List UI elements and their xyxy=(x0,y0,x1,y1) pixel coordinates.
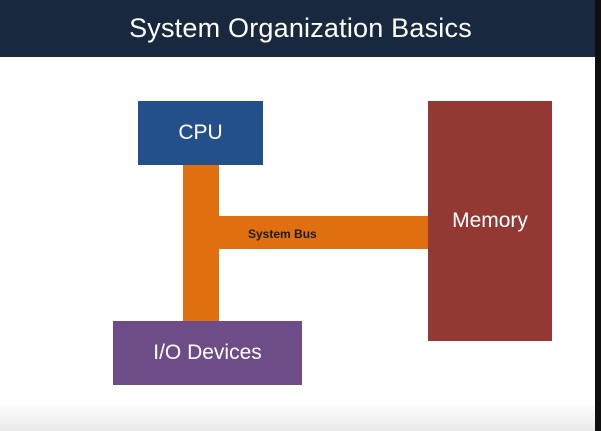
system-bus-label: System Bus xyxy=(248,227,317,241)
title-bar: System Organization Basics xyxy=(0,0,601,57)
memory-box: Memory xyxy=(428,101,552,341)
system-bus-horizontal-segment xyxy=(219,216,429,249)
bottom-shadow xyxy=(0,403,601,431)
cpu-box: CPU xyxy=(138,101,263,165)
slide-title: System Organization Basics xyxy=(129,13,472,43)
right-edge-border xyxy=(595,0,601,431)
cpu-label: CPU xyxy=(178,121,223,144)
io-devices-label: I/O Devices xyxy=(153,341,262,364)
memory-label: Memory xyxy=(452,209,528,232)
io-devices-box: I/O Devices xyxy=(113,321,302,385)
system-bus-vertical-segment xyxy=(183,165,219,322)
